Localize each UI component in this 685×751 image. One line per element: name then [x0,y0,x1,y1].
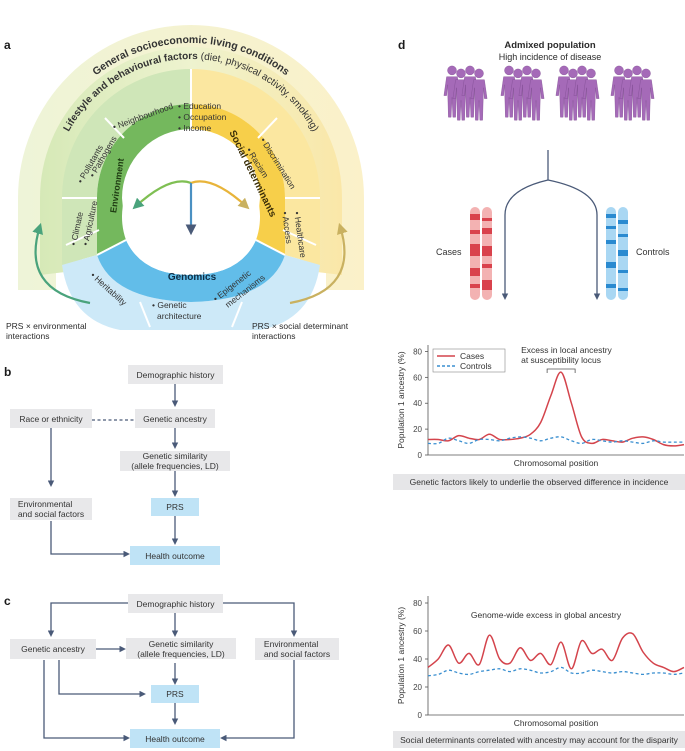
sector-social-outer [191,69,320,265]
panel-b-connectors [43,384,298,742]
panel-label-a: a [4,38,11,52]
sector-genomics-outer [62,255,320,330]
y-tick-label: 20 [413,683,422,692]
sector-environment-outer [62,69,191,265]
b-genetic-ancestry: Genetic ancestry [135,409,215,428]
item-genetic: • Genetic [152,300,187,310]
ring-diagram: General socioeconomic living conditions … [18,25,364,330]
caption-social-determinants: Social determinants correlated with ance… [393,731,685,748]
b-race-or-ethnicity: Race or ethnicity [10,409,92,428]
b-demographic-history: Demographic history [128,365,223,384]
controls-chromosomes [606,207,628,300]
label-genomics: Genomics [168,272,217,283]
y-tick-label: 60 [413,373,422,382]
b-genetic-similarity: Genetic similarity(allele frequencies, L… [120,451,230,471]
item-income: • Income [178,123,211,133]
annotation-text: at susceptibility locus [521,355,601,365]
item-occupation: • Occupation [178,112,227,122]
series-line-controls [427,436,684,445]
panel-label-d: d [398,38,406,52]
caption-genetic-factors: Genetic factors likely to underlie the o… [393,474,685,490]
c-genetic-ancestry: Genetic ancestry [10,639,96,659]
item-access: • Access [280,211,294,244]
label-cases: Cases [436,247,462,257]
y-axis-label: Population 1 ancestry (%) [396,607,406,704]
population-title: Admixed population [504,40,596,51]
sector-environment [97,104,191,255]
label-controls: Controls [636,247,670,257]
y-tick-label: 20 [413,425,422,434]
sector-social [191,104,285,255]
series-line-cases [427,632,685,673]
x-axis-label: Chromosomal position [514,458,599,468]
c-demographic-history: Demographic history [128,594,223,613]
y-tick-label: 0 [418,711,423,720]
y-tick-label: 80 [413,347,422,356]
panel-label-c: c [4,594,11,608]
panel-label-b: b [4,365,12,379]
x-axis-label: Chromosomal position [514,718,599,728]
annotation-text: Excess in local ancestry [521,345,612,355]
annotation-text: Genome-wide excess in global ancestry [471,610,622,620]
c-prs: PRS [151,685,199,703]
y-tick-label: 0 [418,451,423,460]
cases-chromosomes [470,207,492,300]
y-axis-label: Population 1 ancestry (%) [396,351,406,448]
legend-label: Controls [460,361,492,371]
population-subtitle: High incidence of disease [498,52,602,62]
item-architecture: architecture [157,311,202,321]
series-line-controls [427,666,685,677]
c-genetic-similarity: Genetic similarity(allele frequencies, L… [126,638,236,659]
sector-genomics [97,240,285,302]
y-tick-label: 40 [413,655,422,664]
annotation-bracket [546,368,576,373]
chart-1: 0 20 40 60 80 Population 1 ancestry (%) Chromo… [396,345,685,468]
y-tick-label: 60 [413,627,422,636]
y-tick-label: 40 [413,399,422,408]
b-prs: PRS [151,498,199,516]
item-education: • Education [178,101,221,111]
series-line-cases [427,371,685,447]
legend-label: Cases [460,351,484,361]
population-illustration: Cases Controls [436,65,670,300]
y-tick-label: 80 [413,599,422,608]
c-health-outcome: Health outcome [130,729,220,748]
b-health-outcome: Health outcome [130,546,220,565]
